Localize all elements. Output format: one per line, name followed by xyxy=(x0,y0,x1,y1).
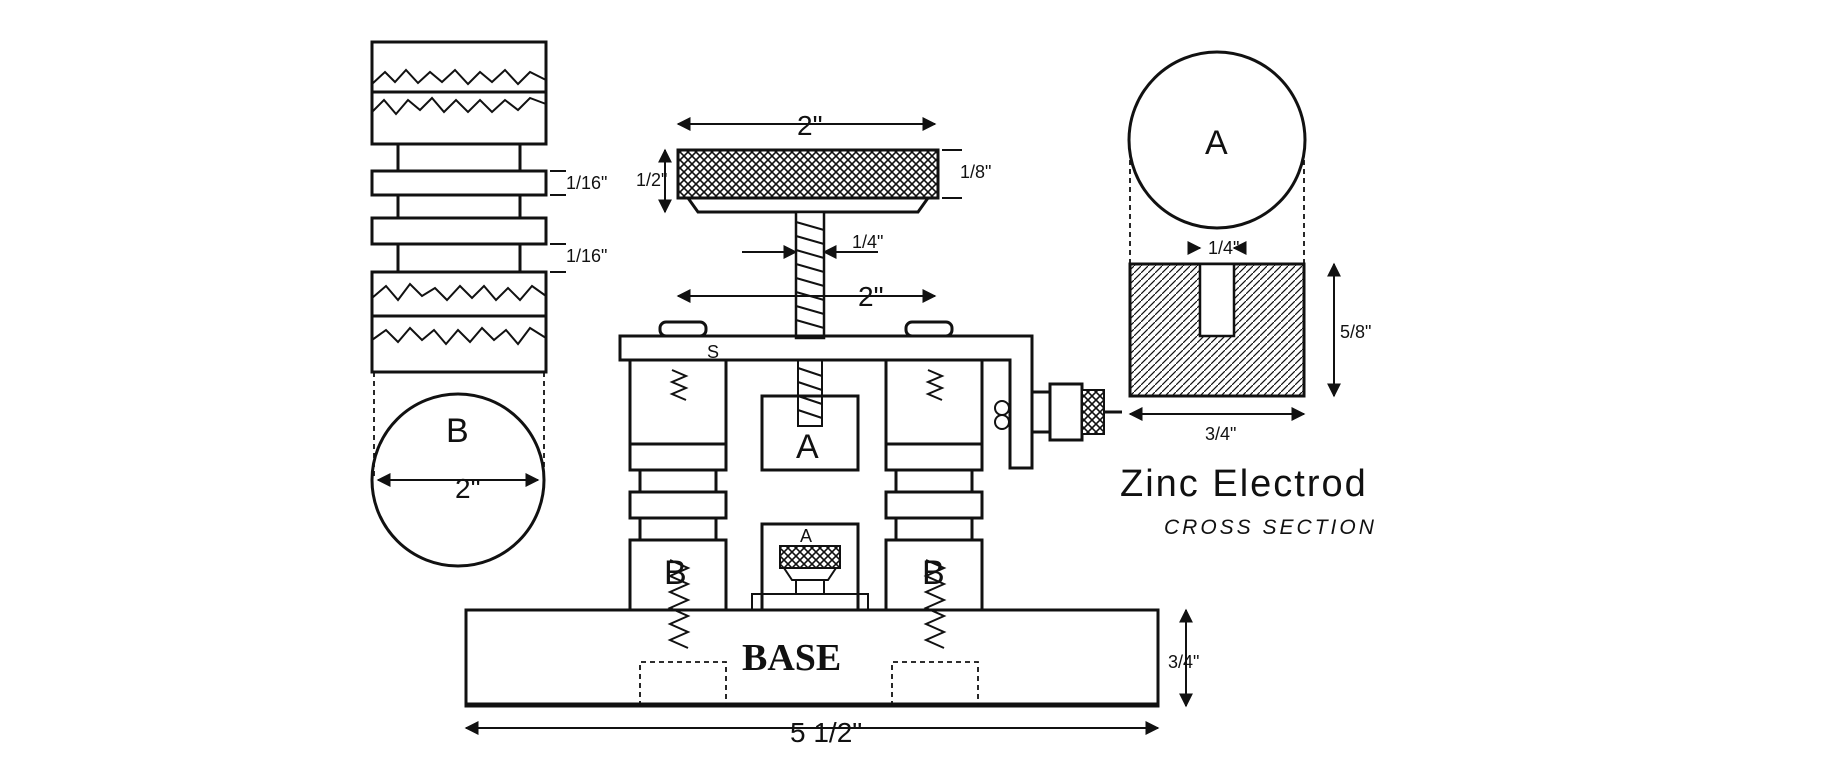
base: BASE 3/4" 5 1/2" xyxy=(464,608,1199,748)
svg-text:1/16": 1/16" xyxy=(566,246,607,266)
bar-letter: S xyxy=(707,342,719,362)
zinc-width-label: 3/4" xyxy=(1205,424,1236,444)
knob-width-label: 2" xyxy=(797,110,823,141)
knob-rim-label: 1/8" xyxy=(960,162,991,182)
zinc-block: A xyxy=(760,394,860,472)
zinc-circle-label: A xyxy=(1205,124,1228,162)
carbon-cup: A xyxy=(751,522,869,612)
cup-label: A xyxy=(800,526,812,546)
left-post: B xyxy=(628,358,728,649)
stack-dim-1: 1/16" xyxy=(550,170,607,196)
bar-span-label: 2" xyxy=(858,281,884,312)
screw-diameter-label: 1/4" xyxy=(852,232,883,252)
svg-text:1/16": 1/16" xyxy=(566,173,607,193)
right-post: B xyxy=(884,358,984,649)
diagram-title: Zinc Electrod xyxy=(1120,463,1368,505)
base-label: BASE xyxy=(742,637,841,679)
post-right-label: B xyxy=(922,554,945,592)
threaded-screw: 1/4" xyxy=(742,210,883,427)
base-length-label: 5 1/2" xyxy=(790,717,862,748)
disc-b-label: B xyxy=(446,412,469,450)
disc-b-dim: 2" xyxy=(455,473,481,504)
knob-height-label: 1/2" xyxy=(636,170,667,190)
carbon-stack: 1/16" 1/16" xyxy=(370,40,607,480)
adjusting-knob: 2" 1/2" 1/8" xyxy=(636,110,991,214)
zinc-electrode-section: A 1/4" 5/8" 3/4" xyxy=(1127,50,1371,444)
carbon-disc-b: B 2" xyxy=(370,392,546,568)
zinc-height-label: 5/8" xyxy=(1340,322,1371,342)
post-left-label: B xyxy=(664,554,687,592)
base-height-label: 3/4" xyxy=(1168,652,1199,672)
diagram-subtitle: CROSS SECTION xyxy=(1164,516,1377,539)
cross-bar: 2" S xyxy=(618,281,1122,470)
zinc-block-label: A xyxy=(796,428,819,466)
zinc-slot-label: 1/4" xyxy=(1208,238,1239,258)
stack-dim-2: 1/16" xyxy=(550,243,607,273)
